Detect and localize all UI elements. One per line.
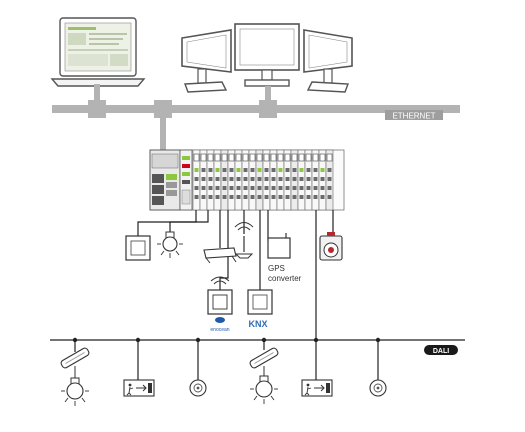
dali-logo: DALI xyxy=(424,345,458,355)
io-module xyxy=(227,149,236,211)
sensor-icon xyxy=(189,379,207,397)
io-module xyxy=(262,149,271,211)
io-module xyxy=(311,149,320,211)
field-wiring xyxy=(137,210,334,340)
exit-sign-icon xyxy=(123,379,155,397)
io-module xyxy=(213,149,222,211)
enocean-logo: enocean xyxy=(210,317,230,333)
io-module-group xyxy=(192,149,334,211)
io-module xyxy=(234,149,243,211)
io-module xyxy=(220,149,229,211)
io-module xyxy=(276,149,285,211)
thermostat-icon xyxy=(319,232,343,261)
dali-bus xyxy=(50,339,465,380)
io-module xyxy=(297,149,306,211)
monitor-icon xyxy=(234,23,300,87)
io-module xyxy=(269,149,278,211)
knx-logo: KNX xyxy=(248,319,267,329)
io-module xyxy=(192,149,201,211)
ethernet-label: ETHERNET xyxy=(385,110,443,121)
io-module xyxy=(241,149,250,211)
monitor-icon xyxy=(181,29,232,93)
ethernet-backbone xyxy=(52,84,460,152)
plc-controller-icon xyxy=(149,149,345,211)
io-module xyxy=(255,149,264,211)
io-module xyxy=(206,149,215,211)
bulb-icon xyxy=(250,366,278,404)
monitor-icon xyxy=(303,29,353,93)
enocean-logo-text: enocean xyxy=(210,327,229,333)
bulb-icon xyxy=(61,366,89,406)
gps-converter-label: converter xyxy=(268,274,302,283)
sensor-icon xyxy=(369,379,387,397)
io-module xyxy=(199,149,208,211)
ethernet-label-text: ETHERNET xyxy=(392,112,435,121)
io-module xyxy=(248,149,257,211)
io-module xyxy=(325,149,334,211)
gps-converter-label: GPS xyxy=(268,264,285,273)
io-module xyxy=(290,149,299,211)
fluorescent-lamp-icon xyxy=(60,347,90,369)
io-module xyxy=(318,149,327,211)
io-module xyxy=(304,149,313,211)
bulb-icon xyxy=(157,231,183,258)
dali-logo-text: DALI xyxy=(433,348,449,355)
exit-sign-icon xyxy=(301,379,333,397)
enocean-switch-icon xyxy=(207,276,233,315)
access-point-icon xyxy=(234,222,254,259)
fluorescent-lamp-icon xyxy=(249,347,279,369)
laptop-icon xyxy=(50,17,146,87)
ballast-driver-icon xyxy=(203,247,237,264)
knx-switch-icon xyxy=(247,289,273,315)
io-module xyxy=(283,149,292,211)
gps-converter-icon xyxy=(267,233,291,259)
switch-icon xyxy=(125,235,151,261)
